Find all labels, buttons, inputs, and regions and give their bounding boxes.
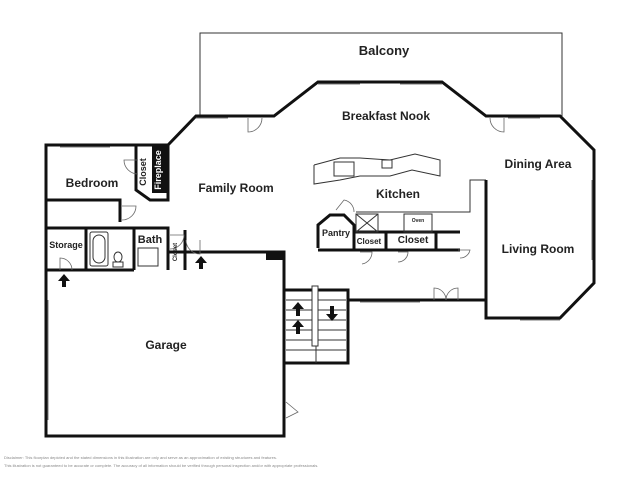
dining-area-label: Dining Area: [505, 157, 572, 171]
kitchen-label: Kitchen: [376, 187, 420, 201]
exterior-walls: [44, 80, 596, 438]
pantry-label: Pantry: [322, 228, 350, 238]
disclaimer-line-2: This illustration is not guaranteed to b…: [4, 463, 319, 468]
up-arrow-icon: [292, 320, 304, 334]
kitchen-walls: [313, 153, 488, 300]
bedroom-walls: [46, 145, 187, 272]
up-arrow-icon: [195, 256, 207, 269]
bath-fixtures: [89, 231, 159, 268]
family-room-label: Family Room: [198, 181, 273, 195]
door-swings: [59, 117, 505, 419]
bath-label: Bath: [138, 234, 163, 246]
breakfast-nook-label: Breakfast Nook: [342, 109, 430, 123]
stairs: [284, 285, 350, 365]
closet-bath-label: Closet: [173, 243, 179, 261]
stair-arrows: [58, 256, 338, 334]
garage-mark: [266, 252, 284, 260]
disclaimer-line-1: Disclaimer: This floorplan depicted and …: [4, 455, 277, 460]
down-arrow-icon: [326, 306, 338, 321]
up-arrow-icon: [58, 274, 70, 287]
closet-kitchen-1-label: Closet: [357, 237, 382, 246]
garage-label: Garage: [145, 338, 187, 352]
closet-bedroom-label: Closet: [138, 158, 148, 186]
up-arrow-icon: [292, 302, 304, 316]
bedroom-label: Bedroom: [66, 176, 119, 190]
closet-kitchen-2-label: Closet: [398, 235, 429, 246]
living-room-label: Living Room: [502, 242, 575, 256]
storage-label: Storage: [49, 240, 83, 250]
balcony-label: Balcony: [359, 43, 410, 58]
windows: [47, 83, 593, 420]
fireplace-label: Fireplace: [153, 150, 163, 190]
oven-label: Oven: [412, 218, 425, 224]
balcony-outline: [199, 32, 563, 116]
